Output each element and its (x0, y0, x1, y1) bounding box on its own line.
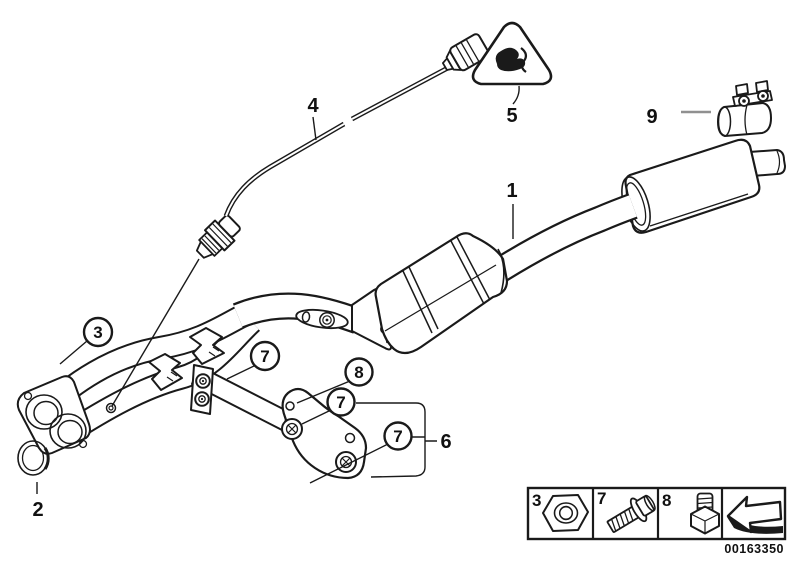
callout-7a-label[interactable]: 7 (260, 347, 269, 366)
callout-8-label[interactable]: 8 (354, 363, 363, 382)
callout-7a[interactable]: 7 (249, 340, 281, 372)
cable-connector-drawing (441, 33, 490, 72)
legend-table: 3 7 8 (526, 486, 787, 541)
stud-bolt-icon (690, 492, 720, 535)
callout-7c-label[interactable]: 7 (393, 427, 402, 446)
tail-pipe-drawing (748, 149, 786, 177)
legend-nut-number: 3 (532, 491, 541, 510)
oxygen-sensor-drawing (105, 214, 241, 414)
legend-stud-number: 8 (662, 491, 671, 510)
flange-screw-icon (606, 494, 656, 533)
callout-6-label[interactable]: 6 (440, 431, 451, 453)
callout-6[interactable]: 6 (440, 431, 451, 453)
callout-7b-label[interactable]: 7 (336, 393, 345, 412)
callout-7b[interactable]: 7 (326, 387, 356, 417)
image-number: 00163350 (724, 542, 784, 556)
legend-cell-arrow (726, 495, 783, 534)
muffler-drawing (621, 138, 761, 234)
callout-3[interactable]: 3 (82, 316, 114, 348)
hanger-bracket-drawing (148, 327, 225, 391)
callout-5-label[interactable]: 5 (506, 105, 517, 127)
legend-cell-stud: 8 (662, 491, 720, 535)
callout-3-label[interactable]: 3 (93, 323, 102, 342)
callout-9-label[interactable]: 9 (646, 106, 657, 128)
leader-lines (36, 85, 711, 494)
sensor-cable-drawing (223, 59, 461, 217)
callout-1[interactable]: 1 (506, 180, 517, 202)
direction-arrow-icon (726, 495, 783, 534)
legend-cell-nut: 3 (532, 491, 589, 532)
callout-2[interactable]: 2 (32, 499, 43, 521)
callout-5[interactable]: 5 (506, 105, 517, 127)
connecting-pipe-drawing (489, 193, 638, 284)
hex-nut-icon (542, 494, 589, 532)
callout-7c[interactable]: 7 (383, 421, 413, 451)
legend-screw-number: 7 (597, 489, 606, 508)
callout-2-label[interactable]: 2 (32, 499, 43, 521)
support-bar-drawing (190, 364, 290, 431)
callout-4-label[interactable]: 4 (307, 95, 319, 117)
warning-triangle-icon (471, 21, 553, 86)
callout-4[interactable]: 4 (307, 95, 319, 117)
catalytic-converter-drawing (351, 232, 509, 355)
callout-9[interactable]: 9 (646, 106, 657, 128)
legend-cell-screw: 7 (597, 489, 656, 533)
callout-1-label[interactable]: 1 (506, 180, 517, 202)
gasket-ring-drawing (17, 440, 50, 476)
flange-drawing (16, 375, 91, 455)
callout-8[interactable]: 8 (344, 357, 374, 387)
sensor-boss-drawing (295, 308, 349, 330)
exhaust-clamp-drawing (717, 80, 773, 137)
